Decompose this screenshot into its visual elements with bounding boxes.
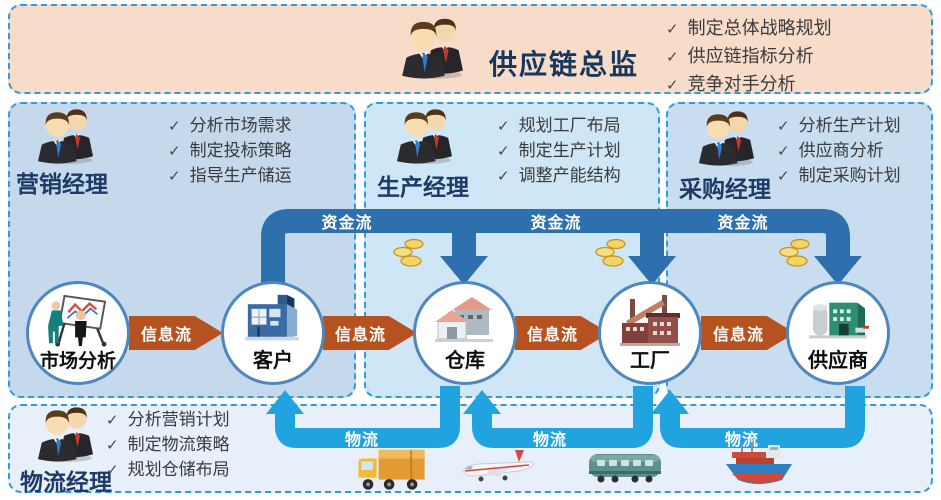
check-icon: ✓ [168, 118, 181, 135]
warehouse-building-icon [432, 293, 498, 349]
checklist-item: ✓ 调整产能结构 [497, 164, 621, 189]
check-icon: ✓ [168, 168, 181, 185]
checklist-text: 分析生产计划 [798, 116, 901, 135]
checklist-text: 制定投标策略 [189, 141, 292, 160]
checklist-text: 分析营销计划 [127, 410, 230, 429]
supplier-building-icon [805, 293, 871, 347]
business-people-icon [33, 106, 97, 164]
marketing-checklist: ✓ 分析市场需求 ✓ 制定投标策略 ✓ 指导生产储运 [168, 114, 292, 189]
information-flow-label: 信息流 [527, 327, 579, 344]
business-people-icon [33, 404, 97, 462]
node-label: 市场分析 [39, 351, 116, 372]
airplane-icon [459, 447, 537, 487]
storefront-icon [242, 293, 304, 347]
train-icon [587, 451, 663, 485]
checklist-text: 指导生产储运 [189, 166, 292, 185]
checklist-text: 制定采购计划 [798, 166, 901, 185]
logistics-flow-label: 物流 [532, 432, 568, 449]
node-warehouse: 仓库 [413, 281, 517, 385]
check-icon: ✓ [666, 77, 679, 94]
factory-building-icon [617, 293, 683, 349]
check-icon: ✓ [777, 118, 790, 135]
checklist-item: ✓ 供应商分析 [777, 139, 901, 164]
checklist-text: 供应链指标分析 [687, 46, 814, 66]
logistics-flow-label: 物流 [724, 432, 760, 449]
node-supplier: 供应商 [786, 281, 890, 385]
check-icon: ✓ [168, 143, 181, 160]
node-customer: 客户 [221, 281, 325, 385]
cargo-ship-icon [722, 440, 796, 490]
business-people-icon [392, 106, 456, 164]
capital-flow-label: 资金流 [321, 215, 373, 232]
checklist-item: ✓ 制定物流策略 [106, 433, 230, 458]
checklist-text: 调整产能结构 [518, 166, 621, 185]
information-flow-label: 信息流 [335, 327, 387, 344]
checklist-item: ✓ 分析市场需求 [168, 114, 292, 139]
business-people-icon [397, 15, 467, 79]
checklist-text: 分析市场需求 [189, 116, 292, 135]
check-icon: ✓ [666, 21, 679, 38]
check-icon: ✓ [106, 437, 119, 454]
capital-flow-label: 资金流 [530, 215, 582, 232]
checklist-text: 制定物流策略 [127, 435, 230, 454]
truck-icon [354, 447, 430, 493]
checklist-item: ✓ 规划仓储布局 [106, 458, 230, 483]
check-icon: ✓ [106, 412, 119, 429]
check-icon: ✓ [777, 143, 790, 160]
logistics-manager-title: 物流经理 [20, 469, 112, 495]
checklist-text: 供应商分析 [798, 141, 884, 160]
procurement-checklist: ✓ 分析生产计划 ✓ 供应商分析 ✓ 制定采购计划 [777, 114, 901, 189]
checklist-item: ✓ 竞争对手分析 [666, 71, 832, 99]
node-label: 客户 [253, 350, 293, 372]
checklist-text: 规划仓储布局 [127, 460, 230, 479]
checklist-item: ✓ 制定采购计划 [777, 164, 901, 189]
checklist-text: 制定生产计划 [518, 141, 621, 160]
checklist-item: ✓ 分析生产计划 [777, 114, 901, 139]
check-icon: ✓ [497, 143, 510, 160]
marketing-manager-title: 营销经理 [16, 171, 108, 197]
checklist-item: ✓ 制定投标策略 [168, 139, 292, 164]
checklist-text: 规划工厂布局 [518, 116, 621, 135]
business-people-icon [694, 108, 758, 166]
procurement-manager-title: 采购经理 [679, 176, 771, 202]
logistics-checklist: ✓ 分析营销计划 ✓ 制定物流策略 ✓ 规划仓储布局 [106, 408, 230, 483]
check-icon: ✓ [106, 462, 119, 479]
production-checklist: ✓ 规划工厂布局 ✓ 制定生产计划 ✓ 调整产能结构 [497, 114, 621, 189]
director-banner [8, 4, 933, 94]
check-icon: ✓ [497, 118, 510, 135]
director-checklist: ✓ 制定总体战略规划 ✓ 供应链指标分析 ✓ 竞争对手分析 [666, 15, 832, 99]
whiteboard-analysis-icon [42, 293, 114, 349]
director-title: 供应链总监 [489, 49, 640, 80]
production-manager-title: 生产经理 [377, 174, 469, 200]
checklist-text: 制定总体战略规划 [687, 18, 832, 38]
check-icon: ✓ [497, 168, 510, 185]
checklist-item: ✓ 供应链指标分析 [666, 43, 832, 71]
node-market-analysis: 市场分析 [26, 281, 130, 385]
check-icon: ✓ [777, 168, 790, 185]
check-icon: ✓ [666, 49, 679, 66]
capital-flow-label: 资金流 [717, 215, 769, 232]
logistics-flow-label: 物流 [344, 432, 380, 449]
information-flow-label: 信息流 [713, 327, 765, 344]
node-label: 仓库 [445, 350, 485, 372]
node-factory: 工厂 [598, 281, 702, 385]
checklist-item: ✓ 分析营销计划 [106, 408, 230, 433]
information-flow-label: 信息流 [141, 327, 193, 344]
node-label: 供应商 [808, 350, 868, 372]
checklist-item: ✓ 制定总体战略规划 [666, 15, 832, 43]
checklist-item: ✓ 规划工厂布局 [497, 114, 621, 139]
checklist-item: ✓ 指导生产储运 [168, 164, 292, 189]
node-label: 工厂 [630, 350, 670, 372]
checklist-text: 竞争对手分析 [687, 74, 796, 94]
checklist-item: ✓ 制定生产计划 [497, 139, 621, 164]
